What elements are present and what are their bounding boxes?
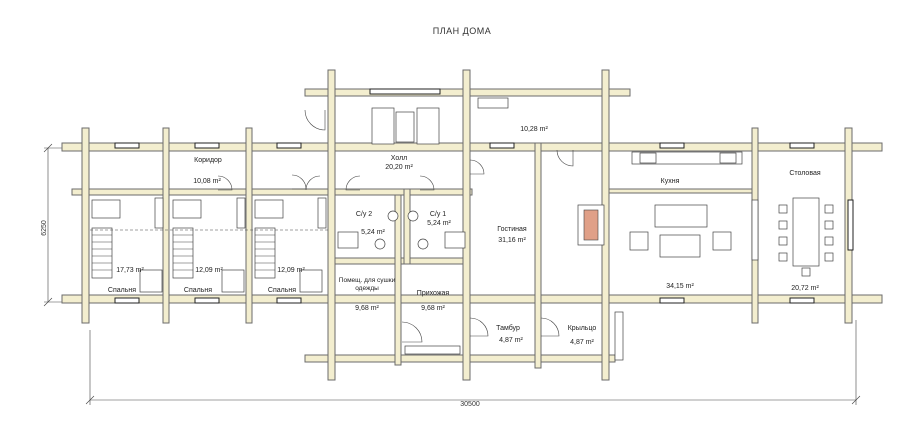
vestibule-area: 4,87 m² [499, 337, 523, 344]
dimension-lines: 30500 6250 [41, 143, 861, 408]
bath2-name: С/у 2 [356, 211, 372, 218]
furniture [90, 97, 834, 293]
dining-area: 20,72 m² [791, 285, 819, 292]
walls [61, 69, 883, 381]
bedroom1-name: Спальня [108, 287, 136, 294]
porch-name: Крыльцо [568, 325, 597, 332]
entry-area: 9,68 m² [421, 305, 445, 312]
total-length-label: 30500 [460, 401, 480, 408]
bedroom2-name: Спальня [184, 287, 212, 294]
bath2-area: 5,24 m² [361, 229, 385, 236]
vestibule-name: Тамбур [496, 324, 520, 332]
room1028-area: 10,28 m² [520, 126, 548, 133]
bath1-name: С/у 1 [430, 211, 446, 218]
room-labels: Коридор 10,08 m² Холл 20,20 m² 10,28 m² … [108, 126, 821, 346]
kitchen-name: Кухня [661, 178, 680, 185]
bedroom3-area: 12,09 m² [277, 267, 305, 274]
doors [217, 109, 624, 361]
entry-name: Прихожая [417, 290, 450, 297]
drying-name: Помещ. для сушки одежды [338, 277, 396, 292]
bedroom1-area: 17,73 m² [116, 267, 144, 274]
drying-area: 9,68 m² [355, 305, 379, 312]
height-label: 6250 [41, 220, 48, 236]
living-name: Гостиная [497, 226, 527, 233]
plan-title: ПЛАН ДОМА [433, 26, 491, 36]
bedroom2-area: 12,09 m² [195, 267, 223, 274]
kitchen-area: 34,15 m² [666, 283, 694, 290]
hall-area: 20,20 m² [385, 164, 413, 171]
living-area: 31,16 m² [498, 237, 526, 244]
drying-name-box: Помещ. для сушки одежды [338, 277, 396, 292]
corridor-name: Коридор [194, 157, 222, 164]
windows [114, 88, 854, 304]
hall-name: Холл [391, 155, 408, 162]
bath1-area: 5,24 m² [427, 220, 451, 227]
dining-name: Столовая [789, 170, 821, 177]
corridor-area: 10,08 m² [193, 178, 221, 185]
bedroom3-name: Спальня [268, 287, 296, 294]
porch-area: 4,87 m² [570, 339, 594, 346]
